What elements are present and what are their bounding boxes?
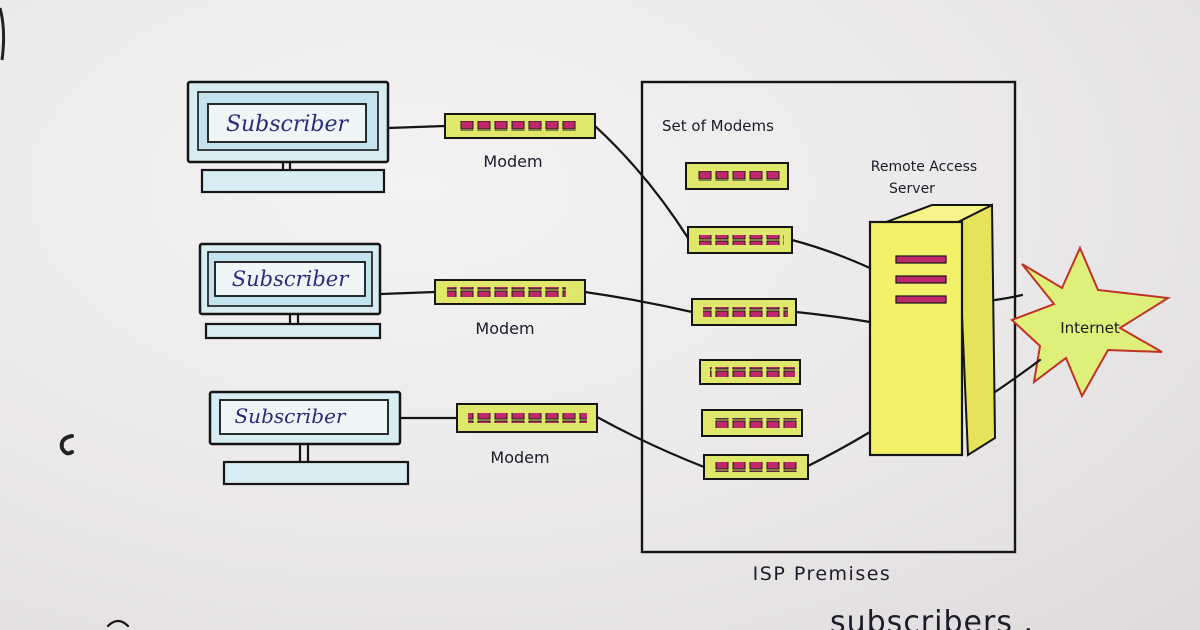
modem-ports: [703, 307, 788, 317]
footer-handwriting: subscribers .: [830, 605, 1034, 630]
subscriber-modem-1: Modem: [444, 113, 596, 171]
modem-label: Modem: [483, 152, 542, 171]
keyboard: [200, 168, 386, 194]
modem-ports: [699, 235, 784, 245]
modem-ports: [460, 121, 579, 131]
server-label-line2: Server: [889, 181, 935, 197]
isp-premises-label: ISP Premises: [753, 563, 892, 585]
isp-modem-4: [699, 359, 801, 385]
isp-modem-3: [691, 298, 797, 326]
server-slot: [895, 295, 947, 304]
margin-mark: [59, 434, 74, 456]
subscriber-2: Subscriber: [198, 242, 382, 340]
internet-cloud: Internet: [1010, 245, 1171, 399]
internet-burst: [1010, 245, 1171, 399]
modem-ports: [697, 171, 782, 181]
link-subscriber2-modem2: [378, 290, 437, 296]
server-label-line1: Remote Access: [871, 159, 977, 175]
server-slot: [895, 255, 947, 264]
keyboard: [222, 460, 410, 486]
subscriber-3: Subscriber: [208, 390, 410, 486]
subscriber-label: Subscriber: [226, 112, 350, 137]
subscriber-1: Subscriber: [186, 80, 390, 194]
modem-ports: [447, 287, 566, 297]
link-isp-server-2: [794, 310, 872, 324]
link-isp-server-3: [806, 430, 872, 468]
connections: [378, 124, 1042, 469]
monitor-label-box: [214, 261, 366, 297]
modem-label: Modem: [475, 319, 534, 338]
isp-modem-1: [685, 162, 789, 190]
server-slot: [895, 275, 947, 284]
subscriber-modem-3: Modem: [456, 403, 598, 467]
set-of-modems-label: Set of Modems: [662, 117, 774, 135]
isp-modem-5: [701, 409, 803, 437]
internet-label: Internet: [1060, 319, 1120, 337]
isp-modem-6: [703, 454, 809, 480]
link-modem3-isp: [595, 415, 706, 469]
isp-modem-2: [687, 226, 793, 254]
link-subscriber1-modem1: [386, 124, 447, 130]
subscriber-label: Subscriber: [234, 404, 346, 428]
modem-ports: [710, 367, 795, 377]
subscriber-modem-2: Modem: [434, 279, 586, 338]
modem-ports: [712, 418, 797, 428]
link-server-internet-2: [993, 358, 1042, 394]
isp-boundary: [640, 80, 1017, 554]
link-modem1-isp: [593, 124, 690, 240]
isp-premises: Set of Modems ISP Premises: [640, 80, 1017, 585]
footer-scribble: [106, 619, 130, 628]
keyboard: [204, 322, 382, 340]
link-modem2-isp: [583, 290, 694, 314]
margin-mark: [0, 7, 6, 61]
modem-ports: [715, 462, 800, 472]
subscriber-label: Subscriber: [232, 267, 351, 291]
modem-label: Modem: [490, 448, 549, 467]
link-isp-server-1: [790, 238, 872, 270]
link-server-internet-1: [993, 293, 1024, 302]
monitor-label-box: [219, 399, 389, 435]
server-side: [956, 203, 997, 457]
remote-access-server: Remote Access Server: [868, 159, 997, 457]
modem-ports: [468, 413, 587, 423]
monitor-label-box: [207, 103, 367, 143]
